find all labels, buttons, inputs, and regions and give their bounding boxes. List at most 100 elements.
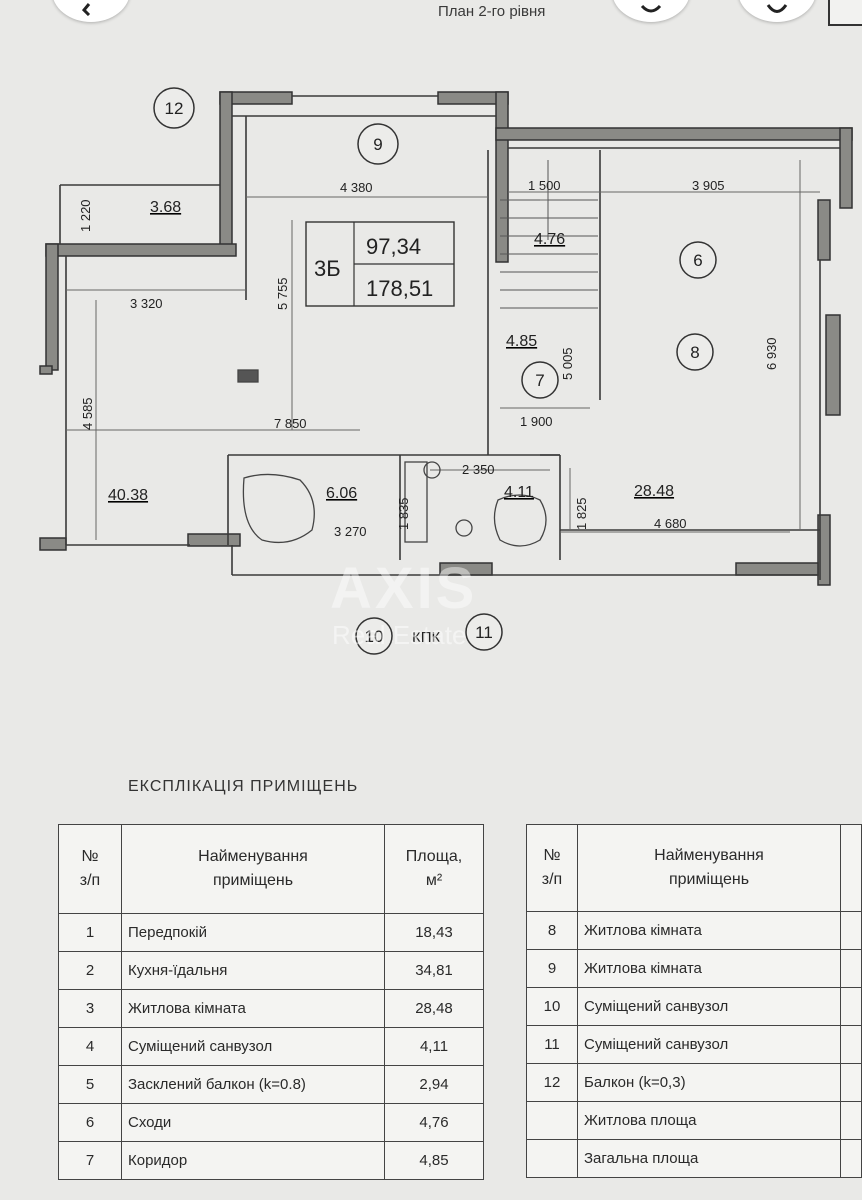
room-name: Житлова кімната	[121, 989, 385, 1028]
area-label: 6.06	[326, 485, 357, 502]
dimension-label: 5 755	[275, 277, 290, 310]
floor-plan: 3Б 97,34 178,51 12 9 6 8 7 10 11 3.68 4.…	[39, 87, 853, 655]
apartment-stamp: 3Б 97,34 178,51	[305, 221, 455, 307]
share-button[interactable]	[612, 0, 690, 22]
room-number-7: 7	[535, 371, 544, 390]
room-area: 2,94	[384, 1065, 484, 1104]
column-header-area: Площа, м²	[384, 824, 484, 914]
room-number-markers	[153, 87, 717, 655]
room-name: Суміщений санвузол	[121, 1027, 385, 1066]
heart-icon	[766, 4, 788, 13]
explication-table-left: № з/п Найменування приміщень Площа, м² 1…	[58, 824, 484, 1180]
room-number-labels: 12 9 6 8 7 10 11	[165, 99, 703, 646]
dimension-label: 6 930	[764, 337, 779, 370]
explication-title: ЕКСПЛІКАЦІЯ ПРИМІЩЕНЬ	[128, 778, 359, 795]
favorite-button[interactable]	[738, 0, 816, 22]
room-area	[840, 911, 862, 950]
apartment-code: 3Б	[314, 256, 341, 281]
dimension-label: 7 850	[274, 416, 307, 431]
row-number	[526, 1101, 578, 1140]
dimension-label: 1 500	[528, 178, 561, 193]
column-header-number: № з/п	[58, 824, 122, 914]
room-area: 4,76	[384, 1103, 484, 1142]
interior-walls	[59, 95, 840, 580]
dimension-label: 1 825	[574, 497, 589, 530]
room-name: Кухня-їдальня	[121, 951, 385, 990]
room-area	[840, 987, 862, 1026]
area-label: 4.85	[506, 333, 537, 350]
room-name: Засклений балкон (k=0.8)	[121, 1065, 385, 1104]
table-row: Загальна площа	[526, 1139, 862, 1178]
area-label: 3.68	[150, 199, 181, 216]
chevron-left-icon	[81, 3, 91, 16]
room-areas: 3.68 4.76 4.85 40.38 6.06 4.11 28.48	[108, 199, 674, 504]
table-header-row: № з/п Найменування приміщень Площа, м²	[58, 824, 484, 914]
area-label: 40.38	[108, 487, 148, 504]
room-area: 34,81	[384, 951, 484, 990]
room-name: Житлова площа	[577, 1101, 841, 1140]
room-name: Загальна площа	[577, 1139, 841, 1178]
dimension-label: 1 835	[396, 497, 411, 530]
table-row: Житлова площа	[526, 1101, 862, 1140]
area-label: 4.76	[534, 231, 565, 248]
room-name: Житлова кімната	[577, 949, 841, 988]
row-number: 11	[526, 1025, 578, 1064]
apartment-living-area: 97,34	[366, 234, 421, 259]
room-name: Балкон (k=0,3)	[577, 1063, 841, 1102]
row-number: 7	[58, 1141, 122, 1180]
room-area	[840, 1025, 862, 1064]
stairs	[500, 160, 598, 309]
watermark-subtitle: Real Estate	[332, 620, 467, 650]
kpk-label: КПК	[412, 629, 441, 646]
area-label: 28.48	[634, 483, 674, 500]
room-area: 4,11	[384, 1027, 484, 1066]
dimension-label: 3 270	[334, 524, 367, 539]
room-name: Коридор	[121, 1141, 385, 1180]
dimension-label: 5 005	[560, 347, 575, 380]
room-area: 28,48	[384, 989, 484, 1028]
row-number: 1	[58, 913, 122, 952]
table-header-row: № з/п Найменування приміщень	[526, 824, 862, 912]
room-number-11: 11	[475, 623, 493, 642]
row-number: 9	[526, 949, 578, 988]
row-number: 3	[58, 989, 122, 1028]
dimension-label: 4 380	[340, 180, 373, 195]
dimension-label: 1 900	[520, 414, 553, 429]
room-number-9: 9	[373, 135, 382, 154]
room-area	[840, 1063, 862, 1102]
room-area: 4,85	[384, 1141, 484, 1180]
dimension-texts: 1 220 4 380 1 500 3 905 3 320 5 755 5 00…	[78, 178, 779, 539]
room-area	[840, 1101, 862, 1140]
bathroom-fixtures	[237, 369, 547, 547]
dimension-lines	[66, 160, 820, 540]
row-number: 2	[58, 951, 122, 990]
room-name: Житлова кімната	[577, 911, 841, 950]
dimension-label: 3 905	[692, 178, 725, 193]
dimension-label: 4 585	[80, 397, 95, 430]
room-number-10: 10	[365, 627, 384, 646]
room-name: Передпокій	[121, 913, 385, 952]
back-button[interactable]	[52, 0, 130, 22]
row-number: 8	[526, 911, 578, 950]
room-name: Сходи	[121, 1103, 385, 1142]
room-name: Суміщений санвузол	[577, 987, 841, 1026]
dimension-label: 2 350	[462, 462, 495, 477]
room-number-8: 8	[690, 343, 699, 362]
row-number	[526, 1139, 578, 1178]
row-number: 4	[58, 1027, 122, 1066]
share-icon	[640, 4, 662, 13]
area-label: 4.11	[504, 484, 534, 501]
row-number: 12	[526, 1063, 578, 1102]
room-area	[840, 949, 862, 988]
row-number: 10	[526, 987, 578, 1026]
apartment-total-area: 178,51	[366, 276, 433, 301]
